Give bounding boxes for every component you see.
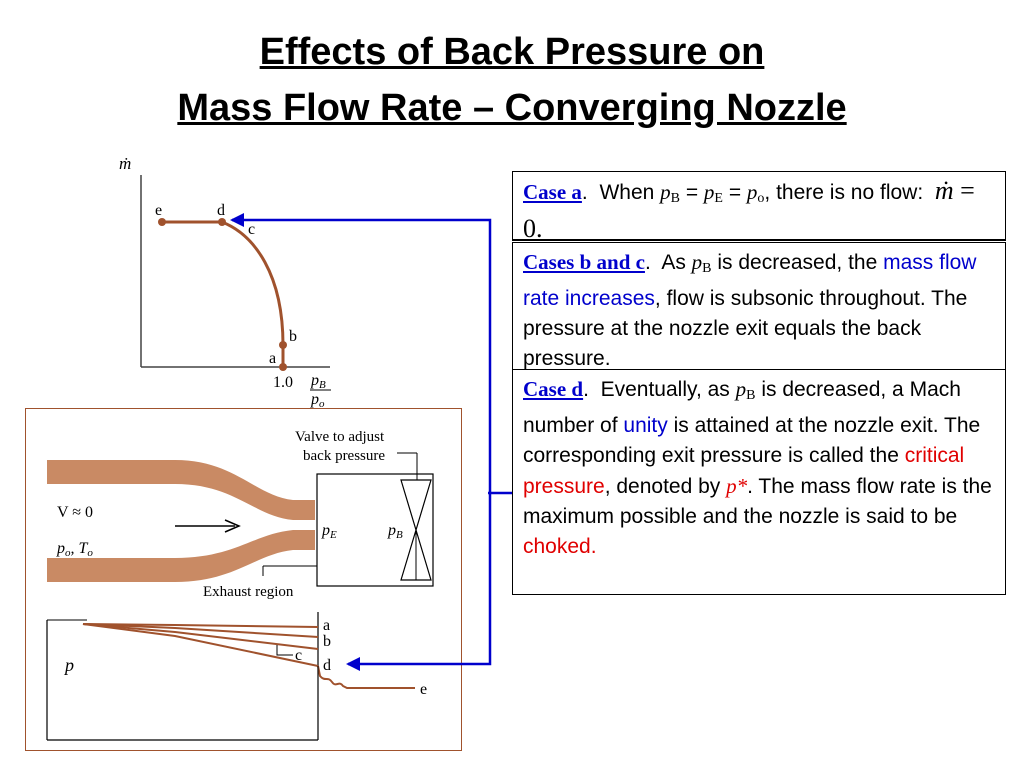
point-d — [218, 218, 226, 226]
point-a — [279, 363, 287, 371]
p-axis-label: p — [63, 655, 74, 675]
case-d-unity: unity — [623, 414, 668, 437]
case-d-critical: critical pressure — [523, 444, 965, 498]
subscript-B: B — [702, 261, 712, 276]
p-curve-b — [82, 623, 319, 638]
case-d-text2: is decreased, a Mach number of — [523, 378, 961, 437]
point-b-label: b — [289, 328, 297, 345]
mass-flow-graph: ṁ e d c b a 1.0 pB po — [119, 154, 331, 410]
p-curve-b-label: b — [323, 633, 331, 650]
case-d-box: Case d. Eventually, as pB is decreased, … — [512, 369, 1006, 595]
flow-curve — [162, 220, 285, 367]
nozzle-lower-wall — [47, 530, 315, 582]
x-ratio-numerator: pB — [310, 372, 326, 391]
point-c-label: c — [248, 221, 255, 238]
case-bc-label: Cases b and c — [523, 250, 645, 274]
p-curve-d-label: d — [323, 657, 331, 674]
symbol-p: p — [703, 180, 715, 204]
flow-arrow-head — [224, 519, 241, 533]
p-curve-c — [82, 623, 319, 650]
slide-title-line1: Effects of Back Pressure on — [259, 31, 765, 73]
case-d-label: Case d — [523, 377, 584, 401]
valve-label-line1: Valve to adjust — [295, 429, 385, 445]
mdot-symbol: ṁ — [934, 176, 954, 205]
pE-label: pE — [321, 522, 337, 541]
velocity-label: V ≈ 0 — [57, 504, 93, 521]
exhaust-label: Exhaust region — [203, 584, 294, 600]
stagnation-label: po, To — [56, 540, 93, 559]
subscript-o: o — [757, 191, 765, 206]
case-d-text1: Eventually, as — [600, 378, 730, 401]
case-bc-text2: , flow is subsonic throughout. The press… — [523, 287, 968, 370]
equals-sign: = — [679, 181, 704, 204]
point-a-label: a — [269, 350, 276, 367]
case-d-pstar: p* — [726, 474, 748, 498]
p-curve-a-label: a — [323, 617, 330, 634]
point-e-label: e — [155, 202, 162, 219]
symbol-p: p — [746, 180, 758, 204]
case-a-label: Case a — [523, 180, 582, 204]
case-bc-highlight: mass flow rate increases — [523, 251, 977, 310]
slide-title-line2: Mass Flow Rate – Converging Nozzle — [177, 87, 847, 129]
nozzle-figure: Valve to adjust back pressure V ≈ 0 po, … — [25, 408, 462, 751]
case-d-text3: is attained at the nozzle exit. The corr… — [523, 414, 981, 467]
point-e — [158, 218, 166, 226]
p-curve-e-label: e — [420, 681, 427, 698]
point-d-label: d — [217, 202, 225, 219]
p-curve-e — [317, 665, 415, 689]
mdot-axis-label: ṁ — [119, 154, 131, 173]
case-d-text5: . The mass flow rate is the maximum poss… — [523, 475, 992, 528]
nozzle-upper-wall — [47, 460, 315, 520]
point-b — [279, 341, 287, 349]
symbol-p: p — [691, 250, 703, 274]
symbol-p: p — [660, 180, 671, 204]
case-a-rest: , there is no flow: — [764, 181, 924, 204]
equals-sign: = — [722, 181, 747, 204]
x-tick-label: 1.0 — [273, 374, 293, 391]
symbol-p: p — [735, 377, 747, 401]
p-curve-d — [82, 623, 319, 667]
case-a-box: Case a. When pB = pE = po, there is no f… — [512, 171, 1006, 243]
case-d-choked: choked. — [523, 535, 597, 558]
subscript-B: B — [746, 388, 756, 403]
c-leader — [276, 645, 293, 656]
subscript-E: E — [714, 191, 723, 206]
case-a-when: When — [599, 181, 655, 204]
case-bc-as: As — [661, 251, 686, 274]
case-bc-text1: is decreased, the — [711, 251, 878, 274]
subscript-B: B — [670, 191, 680, 206]
case-bc-box: Cases b and c. As pB is decreased, the m… — [512, 242, 1006, 370]
valve-label-line2: back pressure — [303, 448, 385, 464]
equals-zero: = 0. — [523, 176, 975, 243]
p-curve-c-label: c — [295, 647, 302, 664]
case-d-text4: , denoted by — [604, 475, 727, 498]
